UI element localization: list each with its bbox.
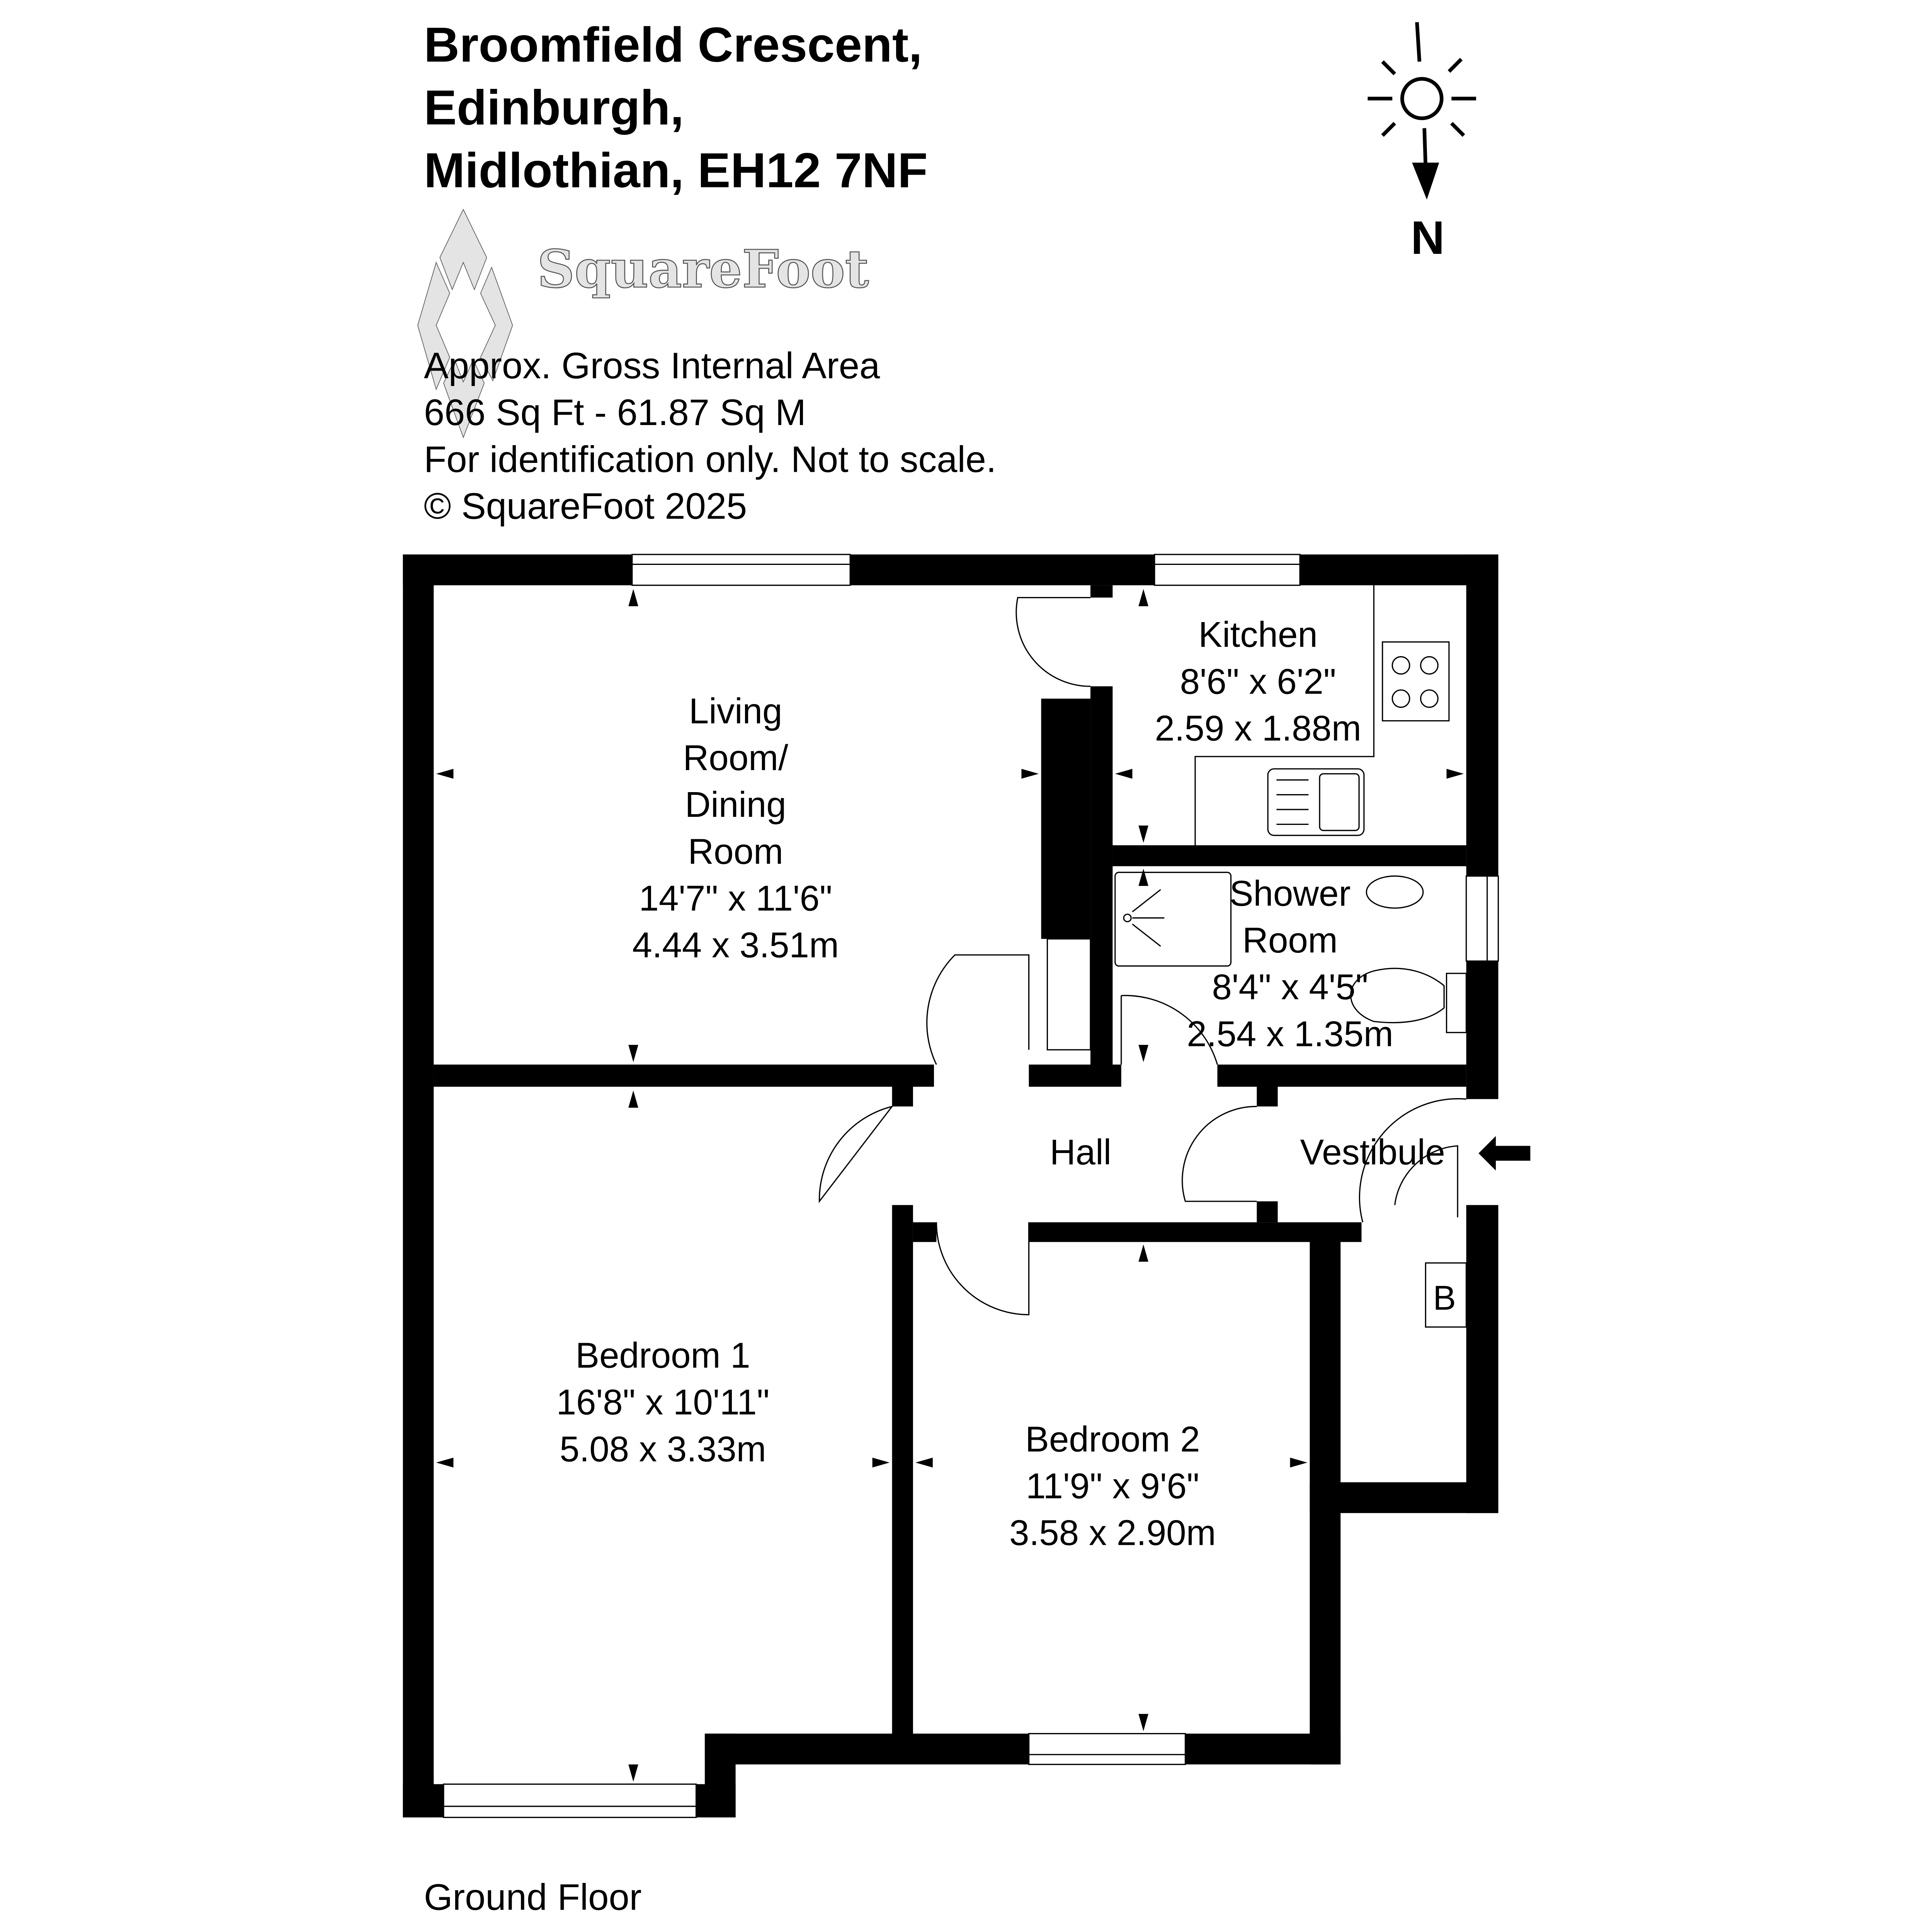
room-dimensions-metric: 5.08 x 3.33m (560, 1429, 766, 1469)
room-dimensions-imperial: 8'4" x 4'5" (1212, 967, 1368, 1007)
area-value: 666 Sq Ft - 61.87 Sq M (424, 392, 806, 433)
shower-fixtures (1114, 872, 1467, 1033)
compass-north-label: N (1411, 211, 1444, 264)
kitchen-fixtures (1194, 585, 1450, 845)
room-dimensions-metric: 2.59 x 1.88m (1155, 708, 1361, 748)
room-name: Room (1242, 920, 1338, 960)
room-name: Bedroom 2 (1025, 1419, 1200, 1459)
room-name: Kitchen (1199, 614, 1318, 655)
room-name: Living (689, 691, 782, 731)
room-vestibule: Vestibule (1300, 1132, 1445, 1172)
room-living: Living Room/ Dining Room 14'7" x 11'6" 4… (632, 691, 839, 965)
room-bedroom-1: Bedroom 1 16'8" x 10'11" 5.08 x 3.33m (556, 1335, 770, 1469)
squarefoot-logo: SquareFoot (417, 208, 869, 439)
room-dimensions-metric: 4.44 x 3.51m (632, 925, 839, 965)
entrance-arrow-icon (1478, 1136, 1531, 1171)
room-dimensions-metric: 2.54 x 1.35m (1187, 1014, 1393, 1054)
room-name: Dining (685, 784, 786, 825)
room-bedroom-2: Bedroom 2 11'9" x 9'6" 3.58 x 2.90m (1009, 1419, 1216, 1553)
room-name: Room (688, 831, 783, 871)
room-name: Shower (1230, 873, 1351, 913)
room-dimensions-imperial: 14'7" x 11'6" (639, 878, 832, 918)
boiler-label: B (1433, 1279, 1456, 1317)
area-label: Approx. Gross Internal Area (424, 345, 880, 386)
room-name: Bedroom 1 (575, 1335, 750, 1376)
logo-text: SquareFoot (537, 238, 869, 299)
copyright: © SquareFoot 2025 (424, 485, 747, 527)
room-dimensions-imperial: 8'6" x 6'2" (1180, 661, 1336, 701)
room-dimensions-imperial: 11'9" x 9'6" (1026, 1466, 1199, 1506)
room-dimensions-imperial: 16'8" x 10'11" (556, 1382, 770, 1422)
windows (443, 554, 1499, 1818)
address-line-1: Broomfield Crescent, (424, 17, 922, 72)
room-shower: Shower Room 8'4" x 4'5" 2.54 x 1.35m (1187, 873, 1393, 1054)
address-line-3: Midlothian, EH12 7NF (424, 143, 928, 198)
dimension-arrows (436, 589, 1464, 1782)
disclaimer: For identification only. Not to scale. (424, 439, 997, 480)
doors (818, 597, 1466, 1316)
room-name: Room/ (683, 738, 789, 778)
room-kitchen: Kitchen 8'6" x 6'2" 2.59 x 1.88m (1155, 614, 1361, 748)
floor-label: Ground Floor (424, 1877, 642, 1918)
address-line-2: Edinburgh, (424, 80, 684, 135)
compass-icon (1367, 22, 1476, 200)
room-dimensions-metric: 3.58 x 2.90m (1009, 1513, 1216, 1553)
boiler-box (1425, 1262, 1467, 1328)
room-hall: Hall (1050, 1132, 1111, 1172)
